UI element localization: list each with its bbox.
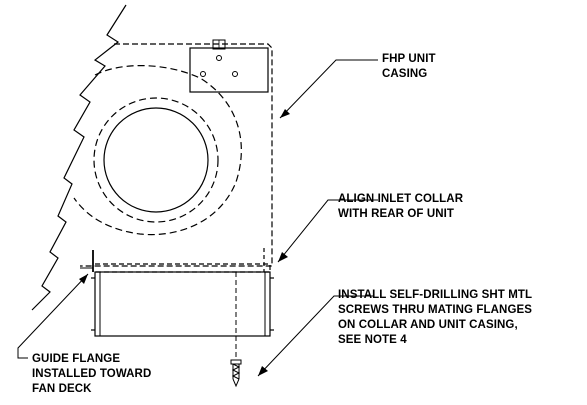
callout-line: FHP UNIT: [382, 53, 436, 65]
leader-inlet-collar: [277, 199, 378, 263]
callout-unit-casing: FHP UNIT CASING: [382, 52, 436, 82]
callout-line: ALIGN INLET COLLAR: [338, 193, 464, 205]
bracket-hole: [232, 71, 238, 77]
blower-inlet: [103, 107, 209, 213]
leader-unit-casing: [279, 59, 378, 119]
callout-line: CASING: [382, 68, 428, 80]
unit-casing-outline: [80, 43, 273, 267]
motor-bracket: [189, 47, 269, 93]
callout-line: SCREWS THRU MATING FLANGES: [338, 304, 533, 316]
leader-guide-flange: [17, 273, 89, 359]
callout-line: FAN DECK: [32, 383, 92, 395]
callout-line: ON COLLAR AND UNIT CASING,: [338, 319, 518, 331]
bracket-hole: [200, 71, 206, 77]
callout-line: GUIDE FLANGE: [32, 353, 121, 365]
callout-line: INSTALLED TOWARD: [32, 368, 152, 380]
callout-line: SEE NOTE 4: [338, 334, 407, 346]
inlet-collar-flange: [95, 263, 271, 273]
callout-line: INSTALL SELF-DRILLING SHT MTL: [338, 289, 533, 301]
blower-scroll: [73, 65, 242, 236]
leader-screws: [257, 295, 374, 377]
callout-guide-flange: GUIDE FLANGE INSTALLED TOWARD FAN DECK: [32, 352, 151, 397]
break-line: [31, 4, 127, 311]
callout-inlet-collar: ALIGN INLET COLLAR WITH REAR OF UNIT: [338, 192, 463, 222]
screw: [230, 359, 242, 388]
bracket-hole: [216, 55, 222, 61]
callout-screws: INSTALL SELF-DRILLING SHT MTL SCREWS THR…: [338, 288, 532, 348]
blower-wheel-outer: [93, 97, 219, 223]
inlet-collar: [94, 271, 271, 337]
callout-line: WITH REAR OF UNIT: [338, 208, 455, 220]
